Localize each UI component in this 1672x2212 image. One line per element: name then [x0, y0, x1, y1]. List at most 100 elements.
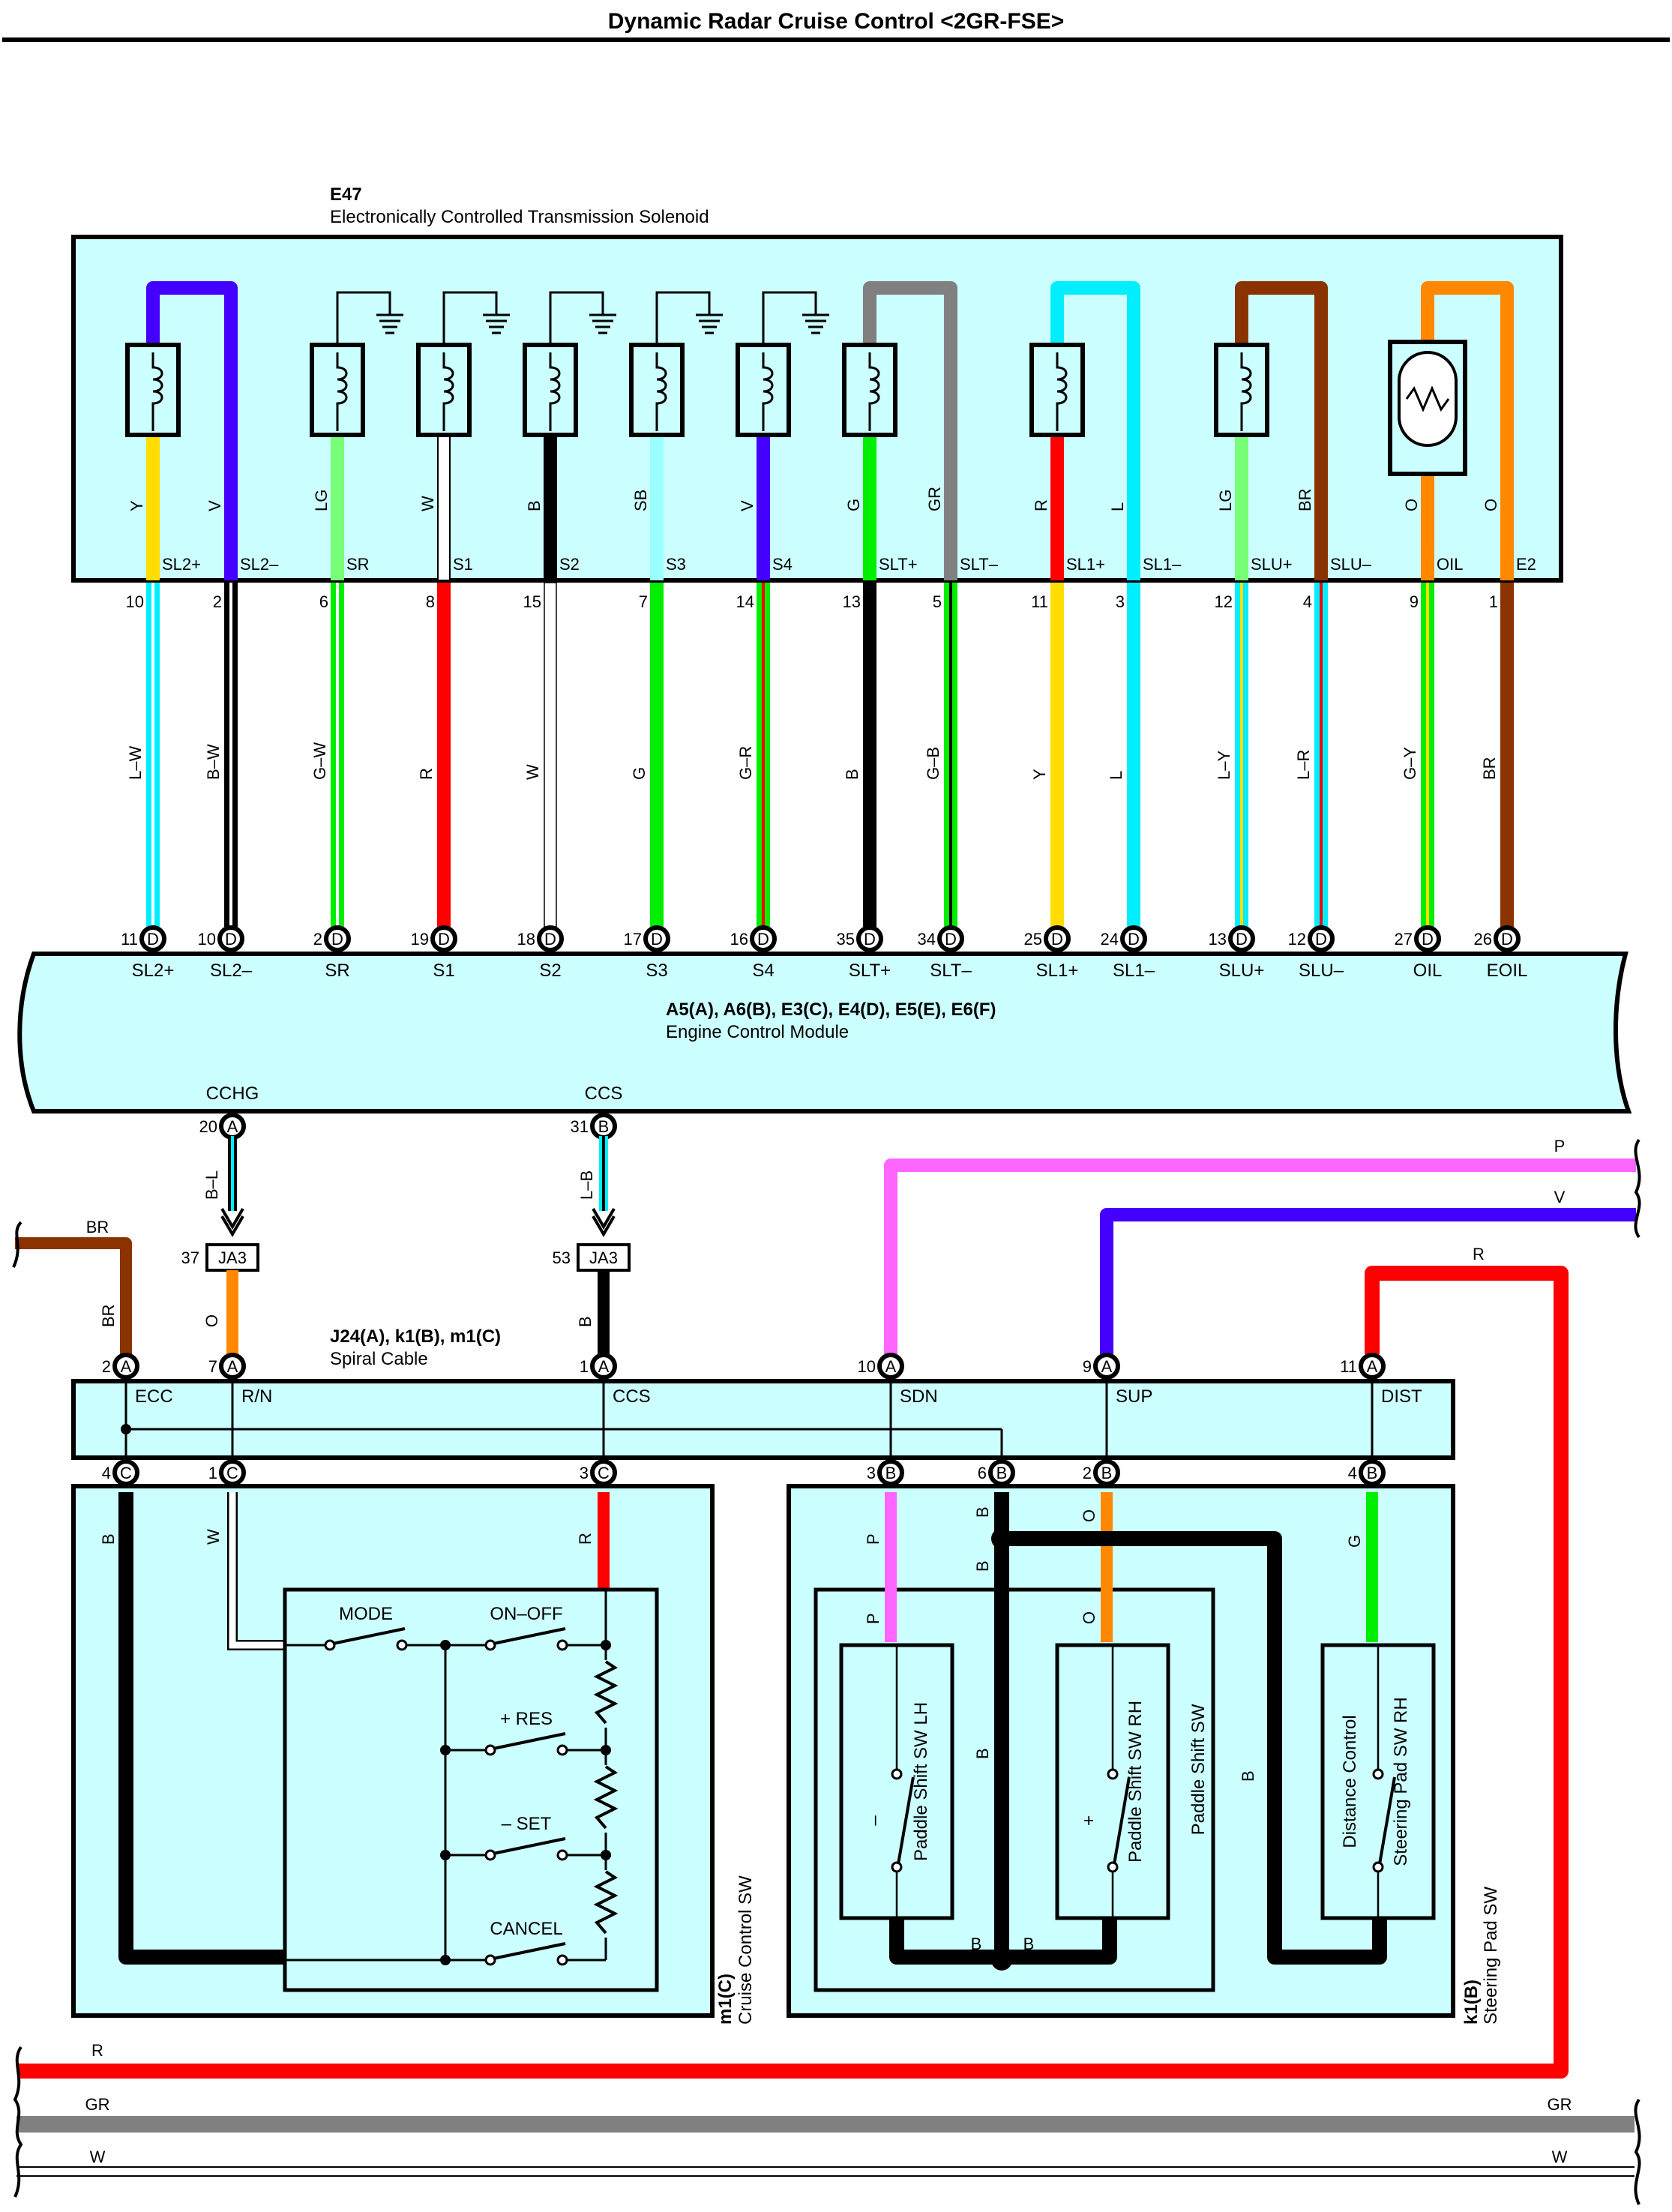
connector-letter: D — [1501, 930, 1513, 949]
pin-number: 18 — [517, 930, 535, 949]
wire-label-b6: B — [971, 1935, 982, 1953]
switch-blade — [493, 1627, 566, 1645]
wire-w-label: W — [90, 2148, 106, 2166]
wire-label-b: B — [99, 1533, 118, 1545]
paddle-rh-sign: + — [1079, 1815, 1099, 1826]
connector-letter: B — [1101, 1464, 1113, 1482]
page-title: Dynamic Radar Cruise Control <2GR-FSE> — [608, 9, 1065, 34]
connector-pin-icon — [877, 1353, 904, 1380]
harness-wire-color: L — [1107, 771, 1125, 780]
ground-lead — [549, 291, 604, 345]
connector-letter: A — [1101, 1357, 1113, 1376]
junction-pin: 37 — [181, 1248, 199, 1267]
solenoid-pin-number: 11 — [1031, 592, 1048, 611]
solenoid-pin-number: 9 — [1410, 592, 1419, 611]
connector-pin-icon — [750, 925, 777, 952]
solenoid-wire — [650, 435, 664, 580]
wire-label-b7: B — [1023, 1935, 1035, 1953]
junction-label: JA3 — [218, 1248, 247, 1267]
resistor-icon — [1405, 385, 1450, 412]
internal-wire-color: LG — [312, 490, 331, 511]
switch-contact — [484, 1744, 496, 1756]
connector-letter: A — [1367, 1357, 1378, 1376]
splice-dot — [991, 1528, 1012, 1549]
solenoid-loop-wire — [1050, 281, 1140, 580]
solenoid-internals: YSL2+VSL2–LGSRWS1BS2SBS3VS4GSLT+GRSLT–RS… — [125, 281, 1536, 581]
pin-number: 10 — [198, 930, 216, 949]
ecm-terminal: SL1+ — [1036, 961, 1079, 981]
internal-wire-color: V — [738, 500, 757, 511]
ecm-terminal-cchg: CCHG — [206, 1084, 259, 1104]
wire-v-label: V — [1554, 1188, 1566, 1206]
switch-contact — [1372, 1768, 1384, 1780]
connector-pin-icon — [324, 925, 351, 952]
connector-pin-icon — [1228, 925, 1255, 952]
switch-contact — [1107, 1768, 1119, 1780]
wire-rn-orange — [226, 1270, 238, 1354]
switch-blade — [332, 1627, 406, 1645]
harness-wire-color: L–W — [126, 746, 145, 780]
junction-arrow-icon — [592, 1207, 616, 1237]
harness-wire-stripe — [336, 583, 339, 927]
harness-wire-color: G–Y — [1401, 747, 1419, 780]
solenoid-terminal: OIL — [1437, 555, 1463, 574]
solenoid-terminal: S2 — [559, 555, 580, 574]
pin-number: 9 — [1083, 1357, 1092, 1376]
harness-wire-stripe — [762, 583, 765, 927]
connector-letter: B — [885, 1464, 897, 1482]
switch-contact — [556, 1744, 568, 1756]
resistor-icon — [593, 1765, 619, 1830]
junction-ja3-cchg — [205, 1243, 259, 1272]
wire-label-b3: B — [973, 1560, 992, 1572]
pin-number: 2 — [313, 930, 322, 949]
ecm-terminal: SL1– — [1113, 961, 1155, 981]
harness-wire-stripe — [1240, 583, 1243, 927]
paddle-lh-sign: – — [864, 1815, 885, 1826]
solenoid-terminal: E2 — [1516, 555, 1536, 574]
wire-label-r: R — [576, 1533, 595, 1545]
wire-gr-label-right: GR — [1548, 2095, 1572, 2114]
solenoid-loop-wire — [1421, 281, 1514, 580]
splice-dot — [440, 1745, 451, 1755]
connector-letter: B — [1367, 1464, 1378, 1482]
solenoid-terminal: SR — [346, 555, 370, 574]
pin-number: 17 — [624, 930, 642, 949]
splice-dot — [440, 1640, 451, 1650]
harness-wire-stripe — [949, 583, 952, 927]
pin-number: 16 — [730, 930, 748, 949]
wire-gr-label: GR — [85, 2095, 110, 2114]
solenoid-loop-wire — [1235, 281, 1328, 580]
internal-wire-color: L — [1108, 502, 1127, 511]
internal-wire-color: GR — [925, 487, 944, 511]
spiral-cable-box — [71, 1379, 1455, 1460]
ecm-terminal: SLT– — [930, 961, 972, 981]
ecm-terminal: S3 — [646, 961, 667, 981]
connector-letter: A — [121, 1357, 132, 1376]
connector-letter: D — [757, 930, 769, 949]
pin-number: 27 — [1395, 930, 1413, 949]
wire-r-label: R — [1473, 1245, 1485, 1263]
coil-icon — [1240, 352, 1252, 431]
paddle-group-label: Paddle Shift SW — [1188, 1704, 1209, 1835]
resistor-icon — [593, 1870, 619, 1935]
switch-label-res: + RES — [500, 1709, 553, 1729]
solenoid-wire — [146, 435, 160, 580]
spiral-terminal: R/N — [241, 1386, 272, 1407]
connector-pin-icon — [1414, 925, 1441, 952]
spiral-terminal: CCS — [613, 1386, 651, 1407]
wire-break-icon — [12, 1221, 22, 1268]
pin-number: 12 — [1288, 930, 1306, 949]
harness-wire — [1050, 583, 1064, 927]
wire-break-icon — [1634, 1138, 1641, 1239]
junction-label: JA3 — [589, 1248, 618, 1267]
internal-wire-color: V — [205, 500, 224, 511]
switch-gap — [1107, 1773, 1119, 1867]
paddle-lh-label: Paddle Shift SW LH — [911, 1702, 931, 1861]
switch-contact — [1372, 1861, 1384, 1873]
solenoid-box — [71, 235, 1563, 583]
switch-contact — [396, 1639, 408, 1651]
switch-contact — [556, 1954, 568, 1966]
connector-pin-icon — [430, 925, 457, 952]
switch-blade — [493, 1942, 566, 1960]
